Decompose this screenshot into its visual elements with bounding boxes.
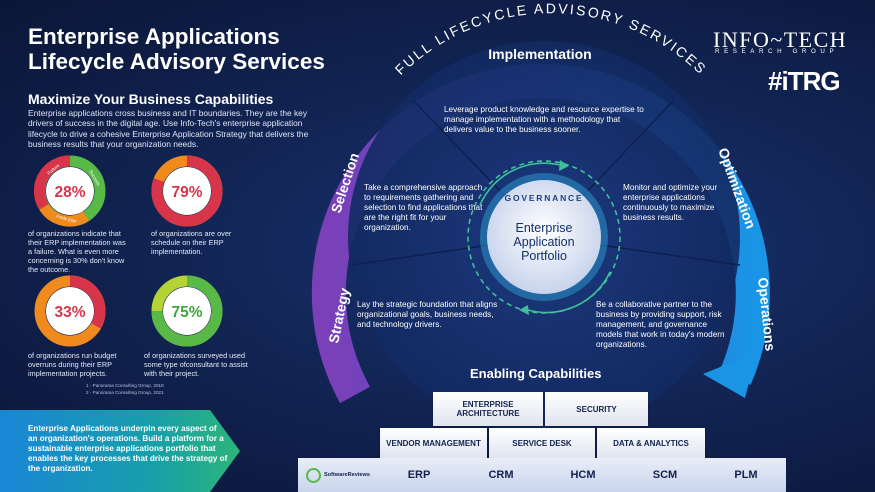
footnotes: 1 - Panorama Consulting Group, 2018 2 - … <box>86 383 164 396</box>
segment-optimization-text: Monitor and optimize your enterprise app… <box>623 183 718 222</box>
stat-3-value: 33% <box>54 304 85 321</box>
softwarereviews-label: SoftwareReviews <box>323 472 370 478</box>
itrg-logo: #iTRG <box>768 66 841 96</box>
segment-operations-text: Be a collaborative partner to the busine… <box>596 300 725 349</box>
arc-arrowhead <box>703 352 757 398</box>
banner-text: Enterprise Applications underpin every a… <box>28 424 228 473</box>
stat-2-value: 79% <box>171 184 202 201</box>
footnote-2: 2 - Panorama Consulting Group, 2021 <box>86 389 164 395</box>
app-crm: CRM <box>460 458 543 492</box>
stat-1-caption: of organizations indicate that their ERP… <box>28 229 126 274</box>
app-scm: SCM <box>624 458 707 492</box>
ring-label-inside: Inside ERP <box>56 213 78 224</box>
capability-security: SECURITY <box>545 392 648 426</box>
cycle-arrowhead-icon <box>519 305 529 315</box>
center-line2: Application <box>513 235 574 249</box>
capability-service-desk: SERVICE DESK <box>489 428 595 458</box>
infotech-logo: INFO~TECH <box>713 27 848 52</box>
center-line1: Enterprise <box>516 221 573 235</box>
stat-3-caption: of organizations run budget overruns dur… <box>28 351 117 378</box>
stat-ring-2: 79% <box>151 155 223 227</box>
cycle-arrow-icon <box>527 271 611 314</box>
segment-selection-text: Take a comprehensive approach to require… <box>364 183 483 232</box>
app-plm: PLM <box>706 458 786 492</box>
segment-strategy-text: Lay the strategic foundation that aligns… <box>357 300 498 329</box>
app-hcm: HCM <box>542 458 625 492</box>
stat-1-value: 28% <box>54 184 85 201</box>
stat-2-caption: of organizations are over schedule on th… <box>151 229 232 256</box>
capability-data-analytics: DATA & ANALYTICS <box>597 428 705 458</box>
footnote-1: 1 - Panorama Consulting Group, 2018 <box>86 383 164 388</box>
softwarereviews-icon <box>305 467 321 483</box>
capability-vendor-management: VENDOR MANAGEMENT <box>380 428 487 458</box>
stat-ring-1: 28% Failure Success Inside ERP <box>34 155 106 227</box>
infotech-logo-sub: RESEARCH GROUP <box>715 48 839 55</box>
intro-text: Enterprise applications cross business a… <box>28 108 309 149</box>
app-erp: ERP <box>378 458 461 492</box>
title-line-1: Enterprise Applications <box>28 24 280 49</box>
governance-label: GOVERNANCE <box>505 193 584 203</box>
title-line-2: Lifecycle Advisory Services <box>28 49 325 74</box>
page-title: Enterprise Applications Lifecycle Adviso… <box>28 24 368 74</box>
capabilities-title: Enabling Capabilities <box>470 366 602 381</box>
capability-enterprise-architecture: ENTERPRISE ARCHITECTURE <box>433 392 543 426</box>
phase-implementation: Implementation <box>488 46 591 62</box>
phase-operations: Operations <box>755 277 779 352</box>
segment-implementation-text: Leverage product knowledge and resource … <box>444 105 644 134</box>
stat-4-caption: of organizations surveyed used some type… <box>144 351 248 378</box>
stat-ring-4: 75% <box>151 275 223 347</box>
banner-arrow <box>0 410 240 492</box>
cycle-arrowhead-icon <box>559 160 569 171</box>
softwarereviews-block: SoftwareReviews <box>298 458 379 492</box>
cycle-arrow-icon <box>479 162 561 206</box>
stat-4-value: 75% <box>171 304 202 321</box>
subheading: Maximize Your Business Capabilities <box>28 91 274 107</box>
center-line3: Portfolio <box>521 249 567 263</box>
center-disk <box>487 180 601 294</box>
stat-ring-3: 33% <box>34 275 106 347</box>
